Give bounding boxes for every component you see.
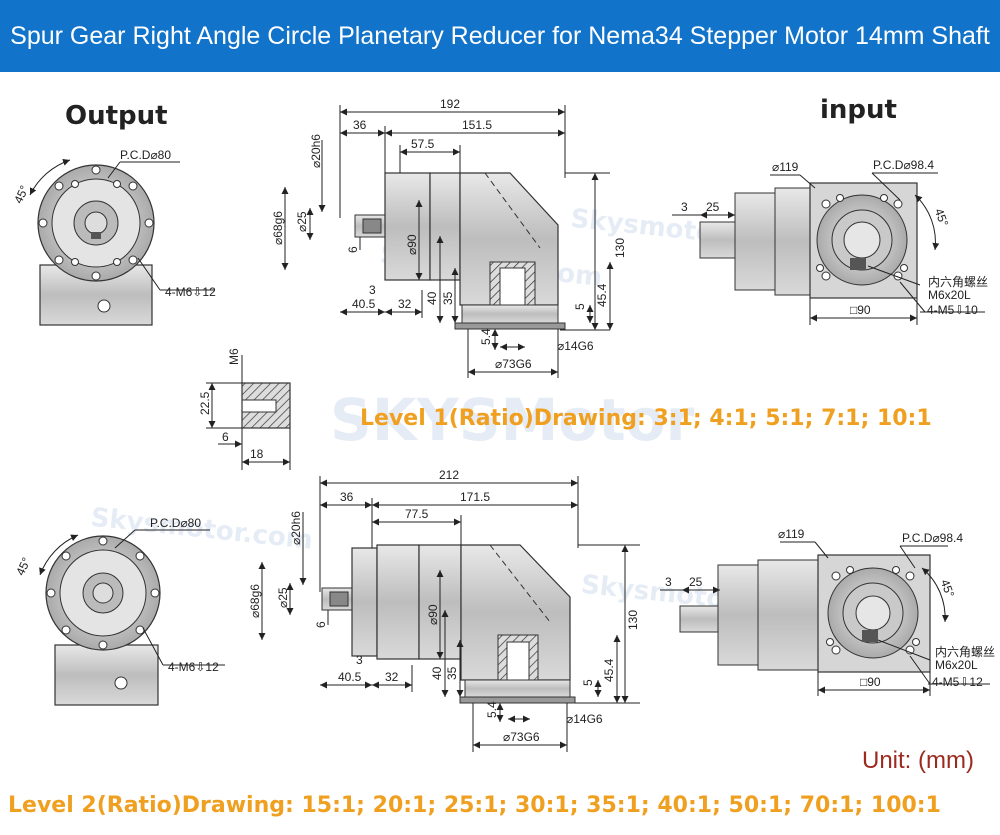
input-screw-cn: 内六角螺丝 [928, 275, 988, 289]
output-holes-label: 4-M6⇩12 [168, 660, 219, 674]
input-d119: ⌀119 [778, 527, 805, 541]
dim-6: 6 [314, 621, 328, 628]
dim-77-5: 77.5 [405, 507, 429, 521]
input-sq: □90 [860, 675, 881, 689]
dim-total: 212 [439, 468, 459, 482]
dim-130: 130 [613, 238, 627, 258]
dim-40: 40 [425, 291, 439, 305]
dim-130: 130 [626, 610, 640, 630]
dim-90: ⌀90 [426, 604, 440, 625]
dim-5: 5 [573, 303, 587, 310]
dim-35: 35 [445, 666, 459, 680]
input-d119: ⌀119 [772, 160, 799, 174]
dim-73: ⌀73G6 [495, 357, 532, 371]
dim-3: 3 [369, 283, 376, 297]
dim-40: 40 [430, 666, 444, 680]
key-detail: M6 22.5 6 18 [198, 348, 291, 470]
level1-output-view: Output 45° P.C.D⌀80 4-M6⇩12 [11, 101, 216, 326]
input-angle: 45° [932, 206, 951, 228]
level1-input-view: input ⌀119 P.C.D⌀98.4 3 25 45° 内六角螺丝 [672, 95, 988, 325]
dim-90: ⌀90 [405, 234, 419, 255]
dim-32: 32 [385, 670, 399, 684]
dim-45-4: 45.4 [602, 658, 616, 682]
dim-14: ⌀14G6 [557, 339, 594, 353]
input-view-title: input [820, 95, 897, 125]
dim-5-4: 5.4 [485, 701, 499, 718]
key-22-5: 22.5 [198, 391, 212, 415]
level1-side-view: 192 36 151.5 57.5 ⌀20h6 ⌀68g6 ⌀25 6 ⌀90 … [271, 97, 627, 378]
level2-caption: Level 2(Ratio)Drawing: 15:1; 20:1; 25:1;… [8, 793, 941, 818]
dim-73: ⌀73G6 [503, 730, 540, 744]
input-holes: 4-M5⇩12 [932, 675, 983, 689]
dim-body: 151.5 [462, 118, 492, 132]
key-6: 6 [222, 430, 229, 444]
dim-shaft: ⌀20h6 [289, 511, 303, 545]
output-view-title: Output [65, 101, 168, 131]
dim-35: 35 [441, 291, 455, 305]
input-screw: M6x20L [935, 658, 978, 672]
dim-3: 3 [356, 653, 363, 667]
dim-flange: ⌀68g6 [271, 211, 285, 245]
dim-57-5: 57.5 [411, 137, 435, 151]
dim-40-5: 40.5 [352, 297, 376, 311]
input-sq: □90 [850, 303, 871, 317]
level2-side-view: 212 36 171.5 77.5 ⌀20h6 ⌀68g6 ⌀25 6 ⌀90 … [248, 468, 640, 752]
unit-label: Unit: (mm) [862, 747, 974, 774]
dim-flange: ⌀68g6 [248, 584, 262, 618]
key-18: 18 [250, 447, 264, 461]
dim-45-4: 45.4 [595, 283, 609, 307]
input-screw: M6x20L [928, 288, 971, 302]
input-pcd: P.C.D⌀98.4 [873, 158, 934, 172]
watermark-brand: SKYSMotor [330, 386, 695, 454]
dim-36: 36 [353, 118, 367, 132]
input-d3: 3 [681, 200, 688, 214]
dim-shaft: ⌀20h6 [309, 134, 323, 168]
key-m6: M6 [227, 348, 241, 365]
input-d25: 25 [706, 200, 720, 214]
dim-25: ⌀25 [295, 211, 309, 232]
dim-14: ⌀14G6 [566, 712, 603, 726]
input-angle: 45° [938, 577, 957, 599]
dim-36: 36 [340, 490, 354, 504]
input-holes: 4-M5⇩10 [927, 303, 978, 317]
dim-5: 5 [581, 679, 595, 686]
dim-body: 171.5 [460, 490, 490, 504]
output-angle-label: 45° [11, 183, 31, 206]
input-d25: 25 [689, 575, 703, 589]
page-title: Spur Gear Right Angle Circle Planetary R… [0, 0, 1000, 72]
dim-total: 192 [440, 97, 460, 111]
level2-output-view: 45° P.C.D⌀80 4-M6⇩12 [13, 516, 225, 706]
dim-32: 32 [398, 297, 412, 311]
dim-40-5: 40.5 [338, 670, 362, 684]
dim-6: 6 [346, 246, 360, 253]
input-d3: 3 [665, 575, 672, 589]
output-angle-label: 45° [13, 555, 33, 578]
output-pcd-label: P.C.D⌀80 [150, 516, 201, 530]
input-pcd: P.C.D⌀98.4 [902, 531, 963, 545]
technical-drawing: SKYSMotor Skysmotor.com Skysmotor.com Sk… [8, 95, 995, 818]
level1-caption: Level 1(Ratio)Drawing: 3:1; 4:1; 5:1; 7:… [360, 406, 932, 431]
output-holes-label: 4-M6⇩12 [165, 285, 216, 299]
output-pcd-label: P.C.D⌀80 [120, 148, 171, 162]
dim-25: ⌀25 [276, 587, 290, 608]
level2-input-view: ⌀119 P.C.D⌀98.4 3 25 45° 内六角螺丝 M6x20L 4-… [660, 527, 995, 696]
dim-5-4: 5.4 [479, 328, 493, 345]
input-screw-cn: 内六角螺丝 [935, 645, 995, 659]
